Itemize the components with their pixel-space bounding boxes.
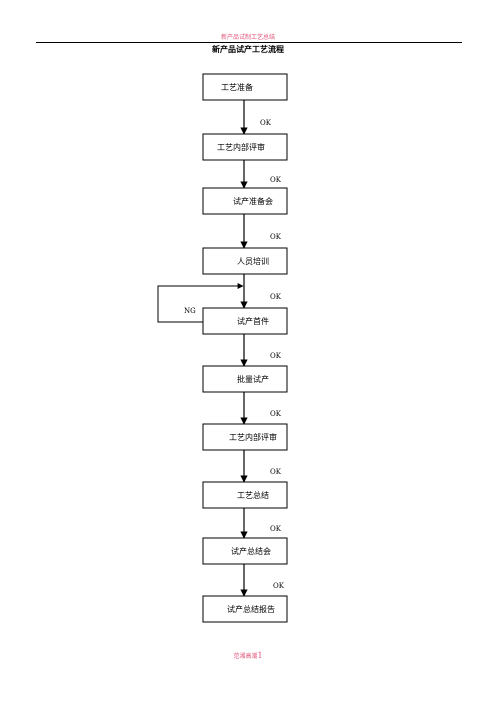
flow-node-box bbox=[202, 247, 288, 275]
flow-node-box bbox=[202, 187, 288, 215]
ok-label: OK bbox=[270, 352, 282, 360]
flow-node-box bbox=[202, 307, 288, 335]
header-divider bbox=[36, 42, 462, 43]
flow-node-label: 批量试产 bbox=[237, 374, 269, 384]
page-title: 新产品试产工艺流程 bbox=[212, 45, 284, 54]
flow-node-label: 试产首件 bbox=[237, 316, 269, 326]
ok-label: OK bbox=[273, 582, 285, 590]
flow-node-box bbox=[202, 537, 288, 565]
flow-node-label: 工艺内部评审 bbox=[229, 432, 277, 442]
flow-node-label: 试产总结会 bbox=[231, 546, 271, 556]
flow-node-label: 人员培训 bbox=[237, 256, 269, 266]
flow-node-label: 试产准备会 bbox=[233, 196, 273, 206]
ok-label: OK bbox=[270, 468, 282, 476]
flow-node-label: 工艺内部评审 bbox=[217, 142, 265, 152]
flow-node-label: 工艺准备 bbox=[221, 82, 253, 92]
flow-node-label: 试产总结报告 bbox=[227, 604, 275, 614]
flow-node-box bbox=[202, 481, 288, 509]
ng-loop: NG bbox=[157, 283, 244, 323]
ng-loop-arrow bbox=[157, 283, 244, 323]
ok-label: OK bbox=[270, 233, 282, 241]
ok-label: OK bbox=[270, 410, 282, 418]
footer-label: 范湘高潮 bbox=[233, 653, 258, 660]
flow-node-box bbox=[202, 423, 288, 451]
flow-nodes: 工艺准备工艺内部评审试产准备会人员培训试产首件批量试产工艺内部评审工艺总结试产总… bbox=[202, 73, 288, 623]
flow-node-label: 工艺总结 bbox=[237, 490, 269, 500]
flow-node-box bbox=[202, 133, 288, 161]
ok-label: OK bbox=[260, 119, 272, 127]
page-header: 新产品试制工艺总结 bbox=[220, 34, 275, 41]
flow-connectors: OK OK OK OK OK OK OK OK OK bbox=[240, 100, 285, 597]
ok-label: OK bbox=[270, 293, 282, 301]
ng-label: NG bbox=[184, 307, 196, 315]
flow-node-box bbox=[202, 73, 288, 101]
flow-node-box bbox=[202, 595, 288, 623]
ok-label: OK bbox=[270, 176, 282, 184]
ok-label: OK bbox=[270, 525, 282, 533]
page-number: 1 bbox=[257, 651, 263, 660]
flow-node-box bbox=[202, 365, 288, 393]
page-footer: 范湘高潮1 bbox=[0, 651, 496, 660]
